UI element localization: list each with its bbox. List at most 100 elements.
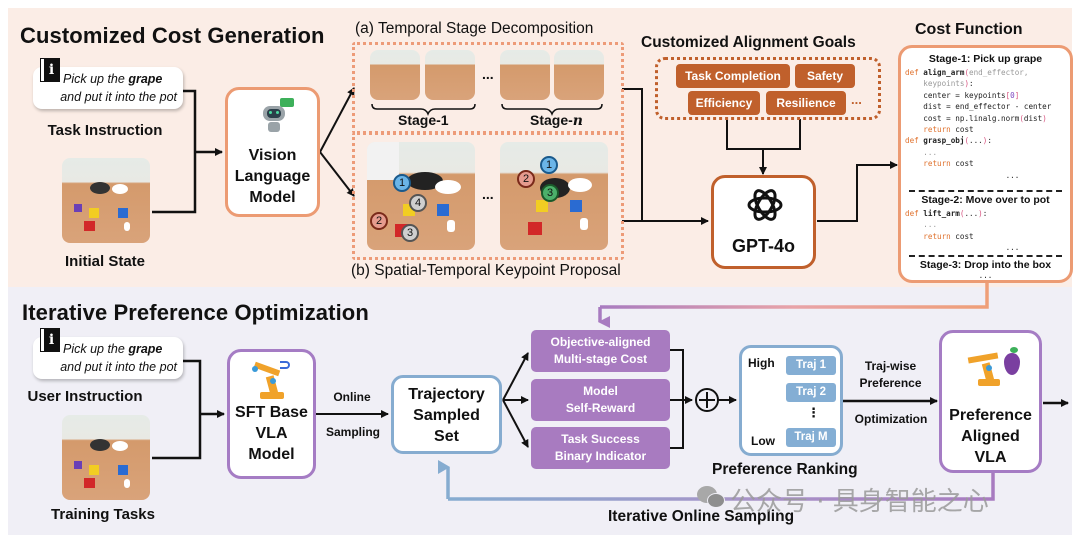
- keypoint-marker: 3: [541, 184, 559, 202]
- cost-function-panel: Stage-1: Pick up grape def align_arm(end…: [898, 45, 1073, 283]
- stage-separator: [909, 190, 1062, 192]
- instruction-bold-word: grape: [128, 72, 163, 86]
- traj-wise-label: Traj-wise: [864, 359, 917, 373]
- keypoint-proposal-frame: [352, 132, 624, 260]
- task-instruction-label: Task Instruction: [47, 122, 163, 139]
- training-task-image: [62, 415, 150, 500]
- cost-function-title: Cost Function: [915, 21, 1023, 38]
- watermark-text: 公众号 · 具身智能之心: [730, 487, 989, 517]
- aligned-vla-label-line1: Preference: [949, 407, 1032, 424]
- instruction-text-line2: and put it into the pot: [60, 90, 177, 104]
- stage-frame-image: [370, 50, 420, 100]
- vision-language-model-box: Vision Language Model: [225, 87, 320, 217]
- goal-chip-resilience: Resilience: [766, 91, 846, 115]
- reward-objective-aligned-cost: Objective-aligned Multi-stage Cost: [531, 330, 670, 372]
- instruction-bold-word: grape: [128, 342, 163, 356]
- aligned-vla-label-line3: VLA: [974, 449, 1007, 466]
- initial-state-label: Initial State: [64, 253, 146, 270]
- vlm-label-line1: Vision: [248, 147, 297, 164]
- stage-separator: [909, 255, 1062, 257]
- gpt-4o-label: GPT-4o: [731, 236, 795, 256]
- keypoint-marker: 1: [393, 174, 411, 192]
- arrow-iterative-feedback: [438, 460, 995, 501]
- keypoint-frame-image: 1 2 3: [500, 142, 608, 250]
- preference-label: Preference: [859, 376, 922, 390]
- info-icon: i: [40, 328, 60, 352]
- section-title-cost-generation: Customized Cost Generation: [20, 23, 325, 48]
- traj-chip: Traj 1: [786, 356, 836, 375]
- stage-frame-image: [554, 50, 604, 100]
- user-instruction-label: User Instruction: [27, 388, 143, 405]
- instruction-text-line2: and put it into the pot: [60, 360, 177, 374]
- aligned-vla-label-line2: Aligned: [961, 428, 1020, 445]
- trajectory-label-line3: Set: [434, 428, 459, 445]
- gpt-4o-box: GPT-4o: [711, 175, 816, 269]
- arrow-inputs-to-vlm: [152, 89, 223, 214]
- rank-low-label: Low: [751, 434, 775, 448]
- arrow-vlm-to-decomposition: [319, 87, 355, 197]
- sft-label-line1: SFT Base: [235, 404, 308, 421]
- instruction-text: Pick up the: [63, 72, 129, 86]
- sft-label-line3: Model: [248, 446, 295, 463]
- wechat-icon: [697, 484, 727, 510]
- arrow-inputs-to-sft: [152, 359, 225, 460]
- goal-chip-safety: Safety: [795, 64, 855, 88]
- stage-1-title: Stage-1: Pick up grape: [928, 53, 1043, 65]
- stage-2-code: def lift_arm(...): ... return cost ...: [905, 209, 1020, 253]
- robot-arm-icon: [252, 358, 292, 400]
- preference-aligned-vla-box: Preference Aligned VLA: [939, 330, 1042, 473]
- optimization-label: Optimization: [854, 412, 928, 426]
- stage-2-title: Stage-2: Move over to pot: [921, 194, 1050, 206]
- keypoint-frames-ellipsis: ...: [482, 186, 494, 202]
- sft-base-vla-model-box: SFT Base VLA Model: [227, 349, 316, 479]
- alignment-goals-title: Customized Alignment Goals: [641, 34, 856, 51]
- stage-frame-image: [500, 50, 550, 100]
- traj-chip: Traj 2: [786, 383, 836, 402]
- keypoint-frame-image: 1 2 3 4: [367, 142, 475, 250]
- goals-more-ellipsis: ...: [851, 92, 862, 107]
- training-tasks-label: Training Tasks: [51, 506, 155, 523]
- arrow-cost-to-objective: [598, 282, 989, 328]
- sum-operator-icon: [695, 388, 719, 412]
- keypoint-marker: 2: [370, 212, 388, 230]
- stage-n-label: Stage-n: [530, 112, 583, 129]
- arrow-decomposition-to-gpt: [622, 88, 709, 225]
- stage-1-label: Stage-1: [398, 112, 449, 128]
- online-label: Online: [333, 390, 371, 404]
- reward-task-success-indicator: Task Success Binary Indicator: [531, 427, 670, 469]
- alignment-goals-frame: [655, 57, 881, 120]
- vlm-label-line3: Model: [249, 189, 296, 206]
- traj-chip: Traj M: [786, 428, 836, 447]
- initial-state-image: [62, 158, 150, 243]
- arrow-gpt-to-cost-function: [817, 161, 898, 222]
- robot-arm-grape-icon: [964, 345, 1028, 387]
- trajectory-label-line2: Sampled: [413, 407, 480, 424]
- keypoint-marker: 3: [401, 224, 419, 242]
- stage-frame-image: [425, 50, 475, 100]
- preference-ranking-title: Preference Ranking: [712, 461, 858, 478]
- stage-1-code: def align_arm(end_effector, keypoints): …: [905, 68, 1052, 180]
- instruction-text: Pick up the: [63, 342, 129, 356]
- sft-label-line2: VLA: [255, 425, 288, 442]
- vlm-label-line2: Language: [234, 168, 311, 185]
- keypoint-marker: 1: [540, 156, 558, 174]
- stage-3-ellipsis: ...: [978, 271, 993, 280]
- reward-model-self-reward: Model Self-Reward: [531, 379, 670, 421]
- openai-logo-icon: [747, 189, 783, 221]
- task-instruction-bubble: i Pick up the grape and put it into the …: [33, 58, 183, 109]
- rank-high-label: High: [748, 356, 775, 370]
- user-instruction-bubble: i Pick up the grape and put it into the …: [33, 328, 183, 379]
- goal-chip-task-completion: Task Completion: [676, 64, 790, 88]
- traj-vdots: ⋮: [807, 405, 820, 420]
- temporal-decomposition-title: (a) Temporal Stage Decomposition: [355, 20, 594, 37]
- arrow-trajectory-to-rewards: [502, 352, 529, 448]
- keypoint-marker: 4: [409, 194, 427, 212]
- trajectory-sampled-set-box: Trajectory Sampled Set: [391, 375, 502, 454]
- frames-ellipsis: ...: [482, 66, 494, 82]
- keypoint-marker: 2: [517, 170, 535, 188]
- goal-chip-efficiency: Efficiency: [688, 91, 760, 115]
- iterative-online-sampling-label: Iterative Online Sampling: [608, 508, 795, 525]
- stage-3-title: Stage-3: Drop into the box: [919, 259, 1052, 271]
- arrow-rewards-to-sum: [670, 349, 693, 449]
- sampling-label: Sampling: [325, 425, 380, 439]
